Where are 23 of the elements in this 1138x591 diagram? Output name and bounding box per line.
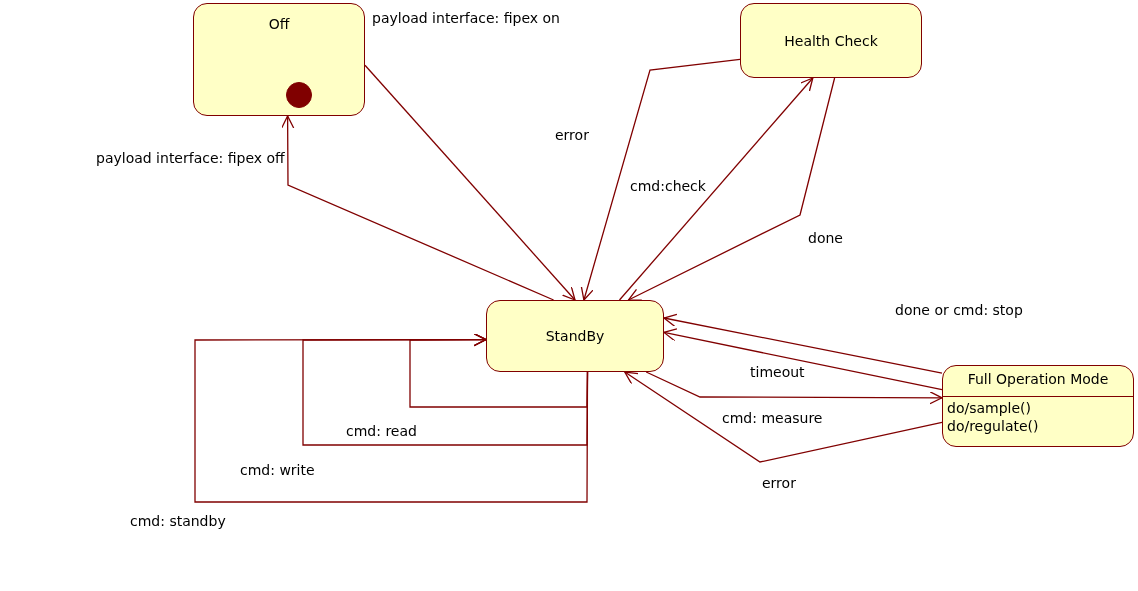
transition-arrow [364,64,576,301]
transition-arrow [624,371,943,463]
state-name: Health Check [783,32,879,49]
state-box [486,300,664,372]
state-name: Full Operation Mode [966,371,1110,387]
transition-arrow [645,371,943,405]
edge-label: cmd: standby [128,513,228,530]
state-box [942,365,1134,447]
transition-arrow [194,332,589,503]
transition-arrow [663,328,943,391]
activity-text: do/regulate() [946,418,1040,434]
activity-text: do/sample() [946,400,1032,416]
edge-label: payload interface: fipex off [94,150,287,167]
edge-label: payload interface: fipex on [370,10,562,27]
transition-arrow [663,313,943,374]
state-box [740,3,922,78]
state-name: StandBy [544,328,606,344]
edge-label: done or cmd: stop [893,302,1025,319]
transition-arrow [580,58,741,301]
state-box [193,3,365,116]
transition-arrow [281,115,555,301]
state-name: Off [267,16,291,32]
filled-circle [286,82,312,108]
